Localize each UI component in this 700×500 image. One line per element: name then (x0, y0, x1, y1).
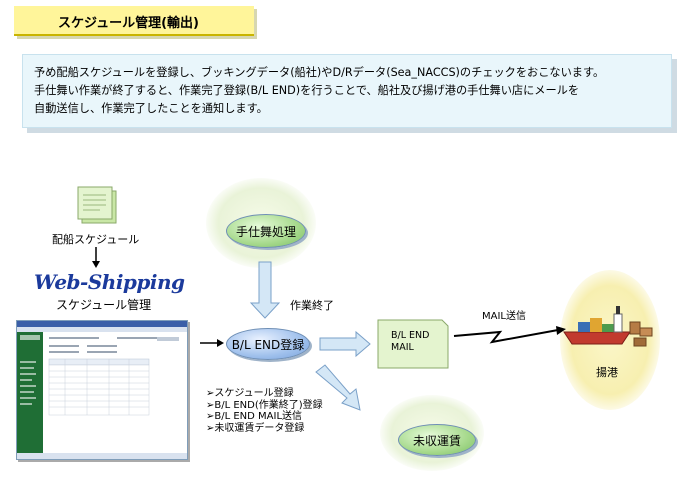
bl-end-node: B/L END登録 (226, 328, 310, 360)
page-title: スケジュール管理(輸出) (58, 16, 199, 31)
task-list: ➢スケジュール登録 ➢B/L END(作業終了)登録 ➢B/L END MAIL… (206, 388, 323, 434)
port-label: 揚港 (596, 366, 618, 379)
blend-to-uncollected-arrow (315, 364, 361, 411)
app-subtitle: スケジュール管理 (56, 298, 152, 312)
task-item: ➢B/L END(作業終了)登録 (206, 399, 323, 411)
title-banner (14, 6, 254, 36)
task-item: ➢B/L END MAIL送信 (206, 411, 303, 422)
uncollected-freight-node: 未収運賃 (398, 424, 476, 456)
mail-document-icon (377, 319, 449, 369)
task-item: ➢未収運賃データ登録 (206, 422, 305, 434)
mail-send-label: MAIL送信 (482, 311, 526, 322)
mail-bolt-head (556, 326, 566, 335)
mail-document-text: B/L END MAIL (391, 330, 429, 354)
description-panel (22, 54, 672, 128)
closing-to-blend-arrow (249, 261, 281, 319)
app-screenshot-thumbnail (16, 320, 188, 460)
description-text: 予め配船スケジュールを登録し、ブッキングデータ(船社)やD/Rデータ(Sea_N… (34, 64, 674, 118)
schedule-doc-label: 配船スケジュール (52, 233, 140, 246)
work-done-label: 作業終了 (290, 299, 334, 312)
blend-to-mail-arrow (319, 330, 371, 358)
description-line: 予め配船スケジュールを登録し、ブッキングデータ(船社)やD/Rデータ(Sea_N… (34, 66, 605, 79)
description-line: 自動送信し、作業完了したことを通知します。 (34, 102, 268, 115)
mail-bolt (453, 329, 559, 344)
mail-doc-line: MAIL (391, 342, 414, 353)
ship-icon (563, 306, 653, 347)
app-logo-text: Web-Shipping (34, 270, 185, 294)
description-line: 手仕舞い作業が終了すると、作業完了登録(B/L END)を行うことで、船社及び揚… (34, 84, 580, 97)
doc-to-app-arrowhead (92, 261, 100, 268)
closing-process-node: 手仕舞処理 (226, 214, 306, 248)
schedule-document-icon (77, 186, 117, 224)
mail-doc-line: B/L END (391, 330, 430, 341)
task-item: ➢スケジュール登録 (206, 388, 294, 399)
app-to-blend-arrowhead (217, 339, 224, 347)
